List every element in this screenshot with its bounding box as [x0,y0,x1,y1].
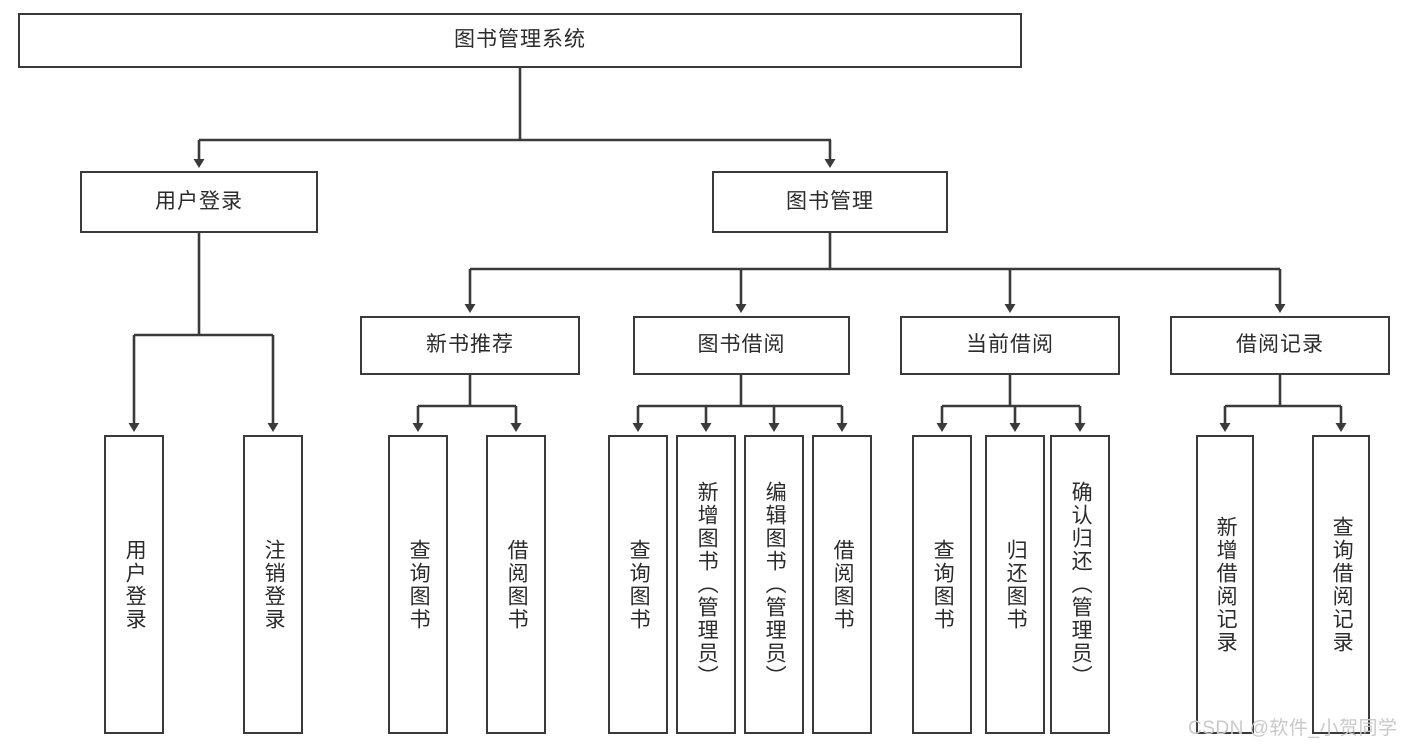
leaf-user-login[interactable]: 用户登录 [104,435,164,734]
node-borrow-record[interactable]: 借阅记录 [1170,316,1390,375]
node-new-book-recommend-label: 新书推荐 [426,333,514,357]
leaf-query-book-current-label: 查询图书 [931,538,955,631]
leaf-logout[interactable]: 注销登录 [243,435,303,734]
leaf-add-book-admin[interactable]: 新增图书（管理员） [676,435,736,734]
node-root[interactable]: 图书管理系统 [18,13,1022,68]
leaf-query-borrow-record-label: 查询借阅记录 [1330,515,1354,654]
leaf-add-borrow-record-label: 新增借阅记录 [1214,515,1238,654]
leaf-borrow-book-recommend-label: 借阅图书 [505,538,529,631]
leaf-logout-label: 注销登录 [262,538,286,631]
leaf-add-book-admin-label: 新增图书（管理员） [695,481,719,688]
leaf-query-book-borrow[interactable]: 查询图书 [608,435,668,734]
leaf-borrow-book-label: 借阅图书 [831,538,855,631]
leaf-return-book-label: 归还图书 [1004,538,1028,631]
node-current-borrow[interactable]: 当前借阅 [900,316,1120,375]
leaf-query-book-current[interactable]: 查询图书 [912,435,972,734]
node-new-book-recommend[interactable]: 新书推荐 [360,316,580,375]
node-user-login[interactable]: 用户登录 [80,171,318,233]
leaf-edit-book-admin[interactable]: 编辑图书（管理员） [744,435,804,734]
leaf-add-borrow-record[interactable]: 新增借阅记录 [1196,435,1254,734]
leaf-borrow-book[interactable]: 借阅图书 [812,435,872,734]
node-borrow-record-label: 借阅记录 [1236,333,1324,357]
leaf-user-login-label: 用户登录 [123,538,147,631]
leaf-edit-book-admin-label: 编辑图书（管理员） [763,481,787,688]
leaf-query-book-borrow-label: 查询图书 [627,538,651,631]
leaf-query-book-recommend-label: 查询图书 [407,538,431,631]
leaf-return-book[interactable]: 归还图书 [985,435,1045,734]
node-current-borrow-label: 当前借阅 [966,333,1054,357]
node-book-borrow-label: 图书借阅 [697,333,786,357]
node-user-login-label: 用户登录 [155,189,243,213]
leaf-query-book-recommend[interactable]: 查询图书 [388,435,448,734]
leaf-confirm-return-admin[interactable]: 确认归还（管理员） [1050,435,1110,734]
leaf-borrow-book-recommend[interactable]: 借阅图书 [486,435,546,734]
node-root-label: 图书管理系统 [454,28,586,52]
node-book-management-label: 图书管理 [786,189,874,213]
node-book-borrow[interactable]: 图书借阅 [633,316,850,375]
node-book-management[interactable]: 图书管理 [712,171,948,233]
leaf-query-borrow-record[interactable]: 查询借阅记录 [1312,435,1370,734]
leaf-confirm-return-admin-label: 确认归还（管理员） [1069,481,1093,688]
csdn-watermark: CSDN @软件_小贺同学 [1188,718,1398,739]
